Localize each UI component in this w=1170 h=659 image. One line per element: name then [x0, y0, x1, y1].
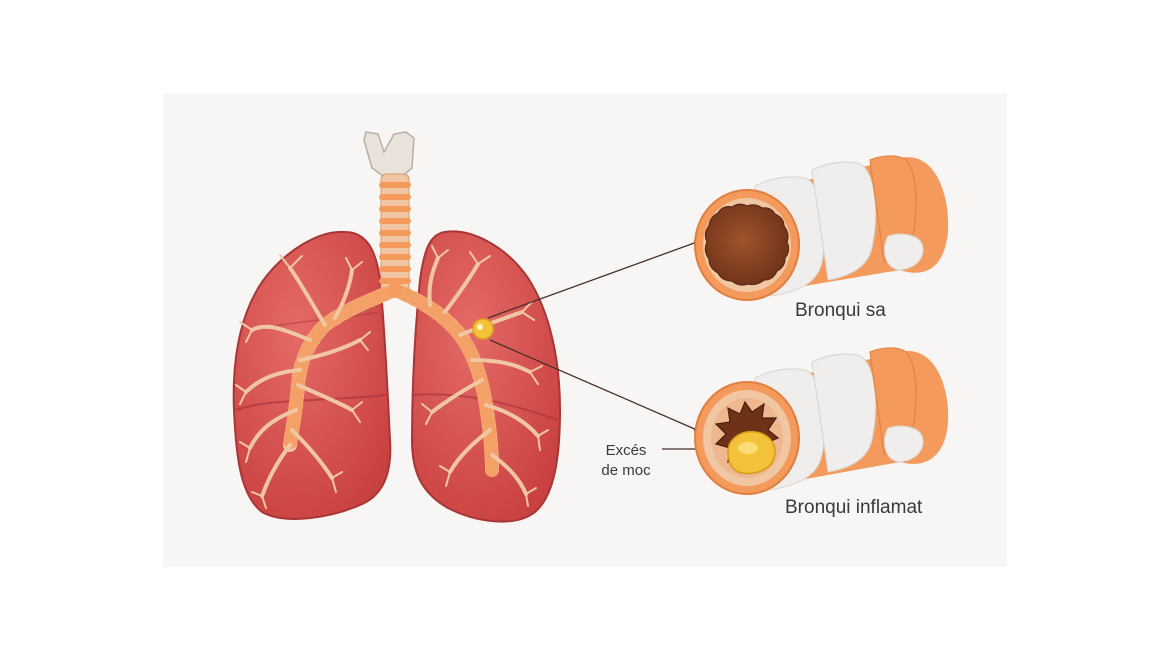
trachea — [363, 131, 415, 293]
inflamed-bronchus — [694, 347, 949, 495]
larynx — [363, 131, 415, 179]
bronchial-tree — [235, 245, 549, 509]
healthy-bronchus-label: Bronqui sa — [795, 300, 886, 321]
right-lung — [232, 230, 392, 520]
healthy-lumen — [704, 203, 790, 286]
mucus-label-line1: Excés — [605, 442, 647, 459]
healthy-bronchus — [694, 155, 949, 301]
inflamed-bronchus-label: Bronqui inflamat — [785, 497, 923, 518]
mucus-label-line2: de moc — [601, 462, 651, 479]
mucus-spot-marker — [472, 318, 494, 340]
mucus-label: Excés de moc — [596, 441, 656, 481]
